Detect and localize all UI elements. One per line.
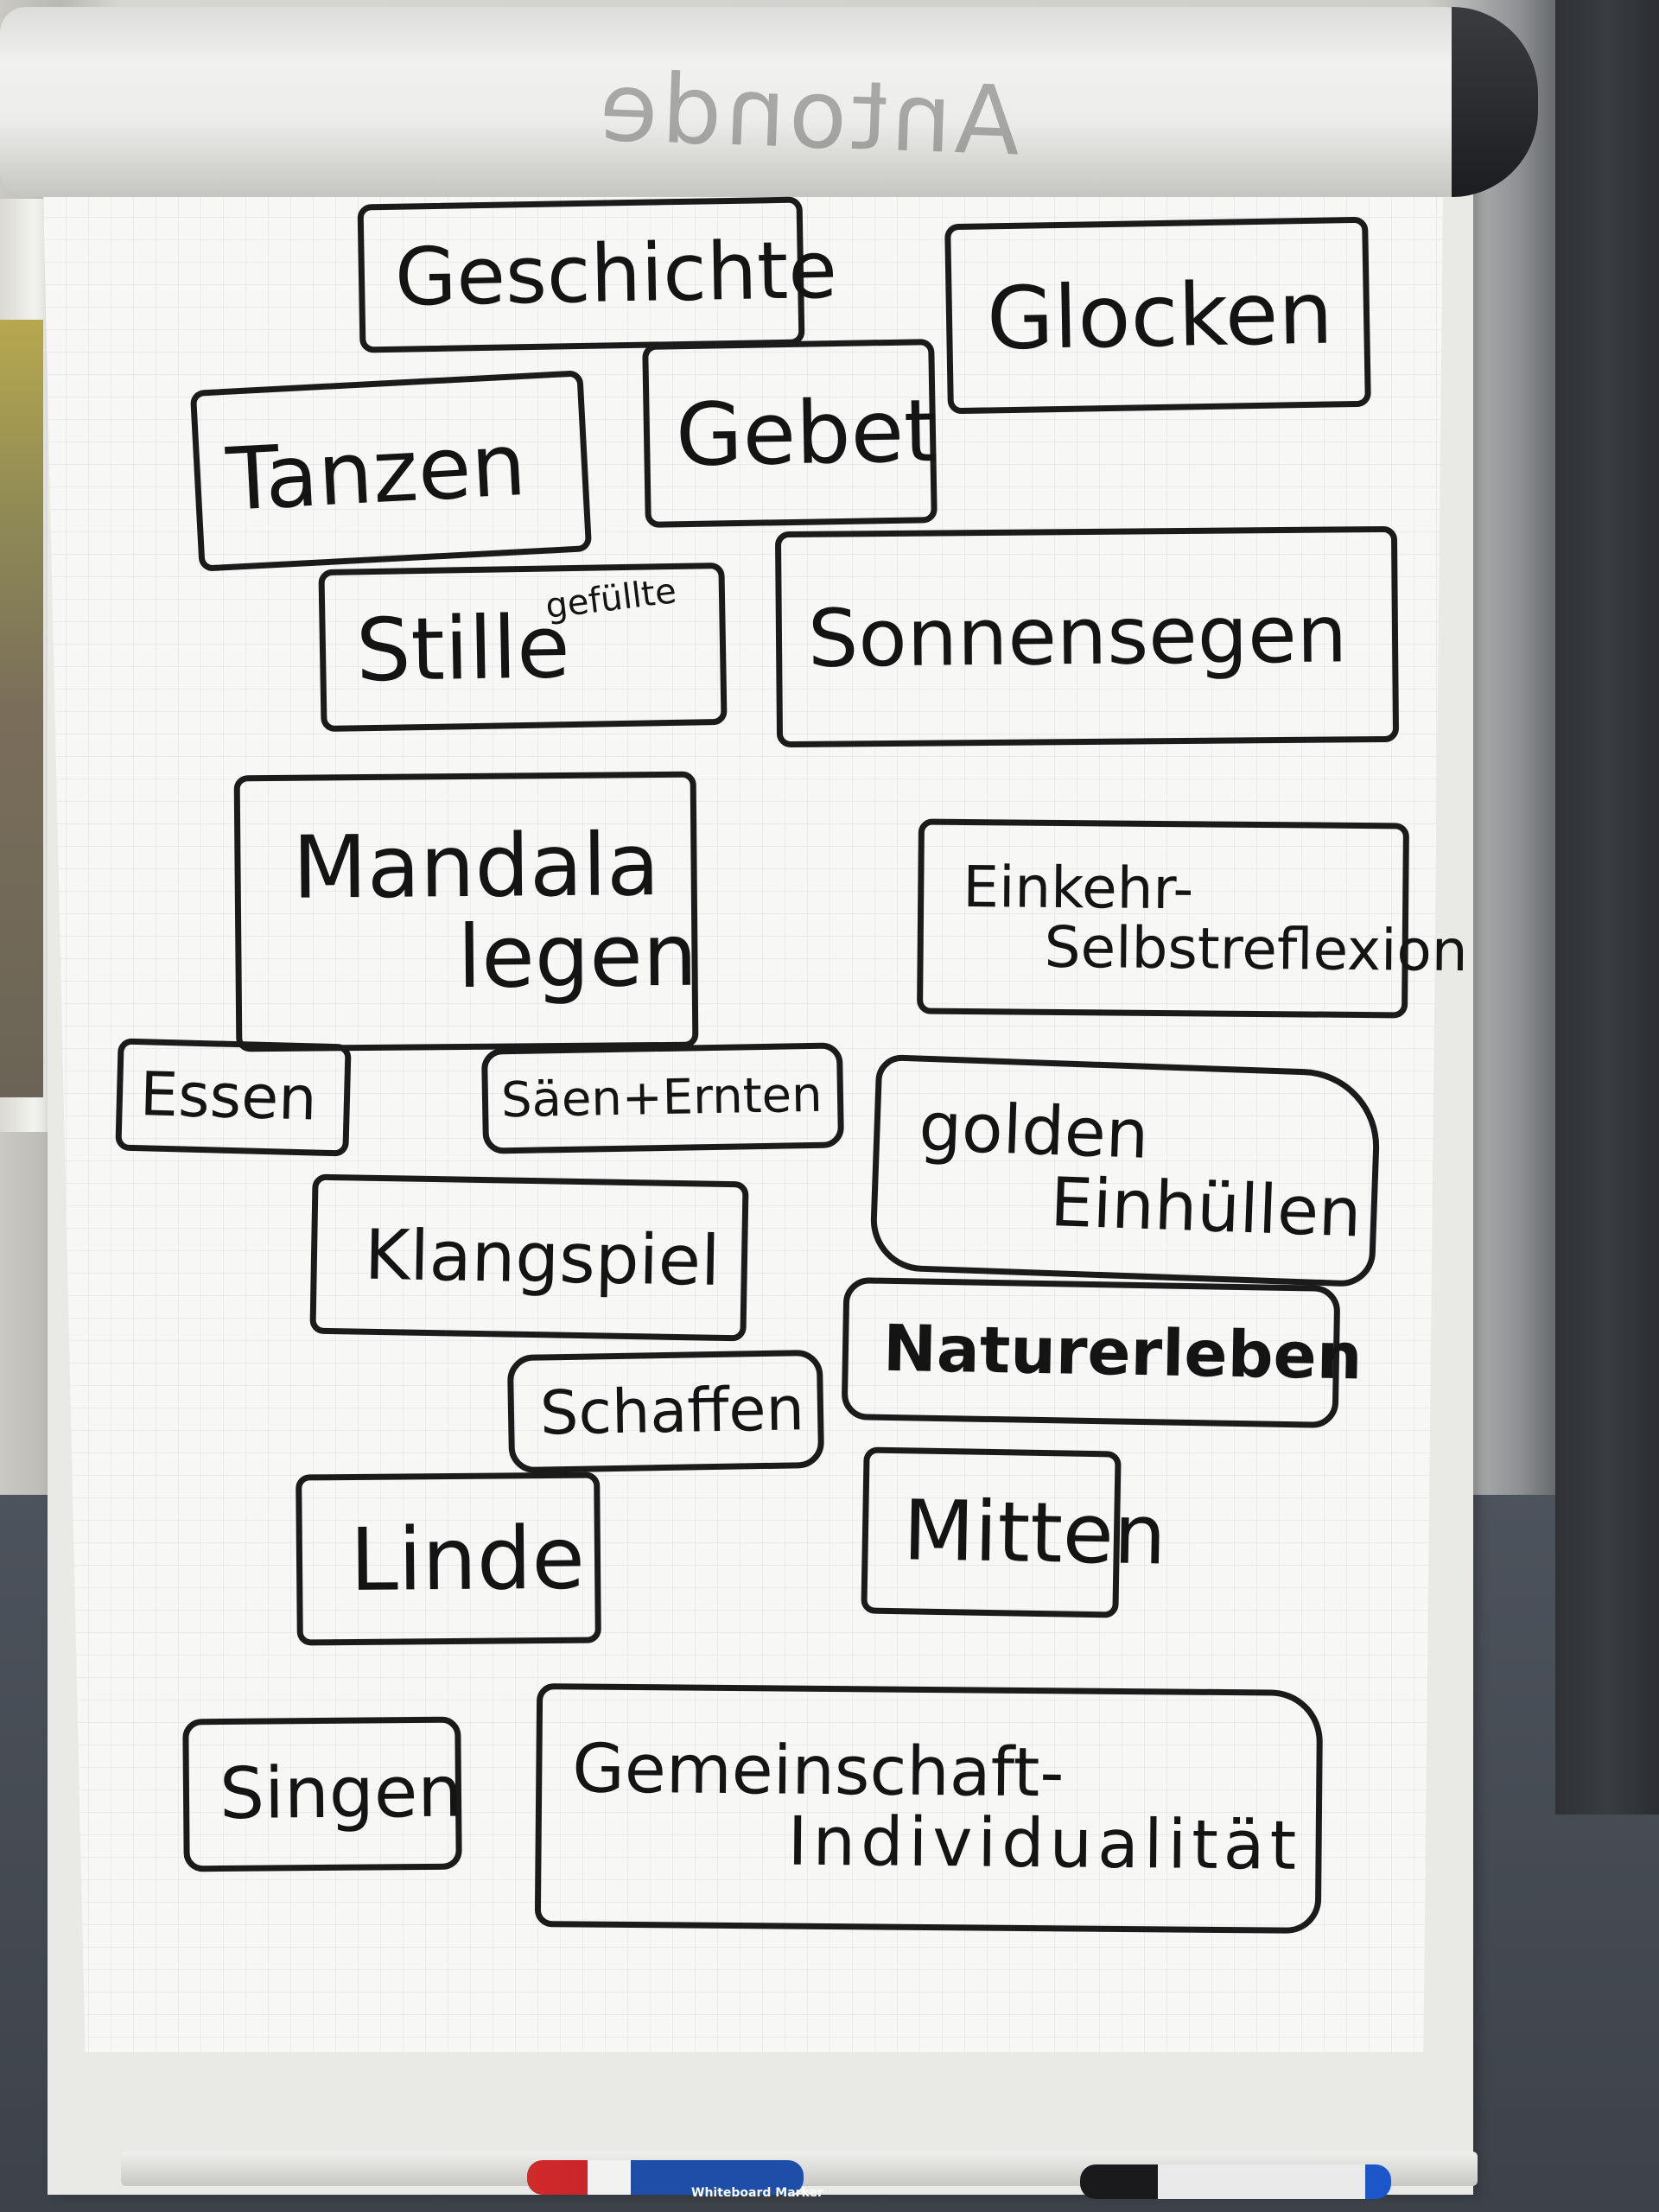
card-text: Linde (349, 1507, 586, 1611)
flipchart-paper (43, 194, 1443, 2052)
card-text: Gebet (674, 380, 939, 486)
card-geschichte: Geschichte (357, 196, 838, 353)
card-text: Naturerleben (882, 1311, 1363, 1395)
card-text: Säen+Ernten (500, 1066, 823, 1128)
card-gebet: Gebet (642, 339, 938, 528)
card-singen: Singen (182, 1716, 463, 1872)
card-sonnensegen: Sonnensegen (774, 525, 1400, 748)
roll-end-cap (1452, 7, 1538, 197)
black-marker[interactable] (1080, 2164, 1391, 2199)
card-text: Individualität (787, 1802, 1302, 1885)
card-mitte: Mitten (861, 1446, 1167, 1618)
card-text: Mitten (902, 1482, 1167, 1584)
card-naturerleben: Naturerleben (841, 1276, 1363, 1429)
card-text: Glocken (986, 261, 1334, 369)
card-glocken: Glocken (944, 216, 1371, 415)
door (1555, 0, 1659, 1815)
card-tanzen: Tanzen (189, 370, 593, 572)
card-text: Selbstreflexion (1044, 913, 1468, 985)
card-golden: golden Einhüllen (868, 1053, 1382, 1288)
card-linde: Linde (296, 1471, 601, 1646)
card-gemeinschaft: Gemeinschaft- Individualität (534, 1683, 1324, 1934)
window-view (0, 320, 43, 1097)
card-text: Einkehr- (962, 853, 1194, 923)
card-text: Sonnensegen (807, 588, 1348, 685)
card-text: Geschichte (394, 223, 838, 324)
card-stille: Stille gefüllte (318, 562, 728, 733)
card-einkehr: Einkehr- Selbstreflexion (917, 818, 1468, 1019)
card-text: Tanzen (224, 413, 529, 531)
card-saen: Säen+Ernten (480, 1042, 845, 1154)
card-text: Singen (219, 1751, 463, 1836)
card-text: Einhüllen (1049, 1164, 1363, 1253)
card-text: legen (456, 904, 698, 1008)
card-mandala: Mandala legen (233, 771, 699, 1052)
card-text: Schaffen (539, 1372, 805, 1449)
red-marker[interactable] (527, 2160, 804, 2195)
card-schaffen: Schaffen (506, 1349, 825, 1474)
card-text: Klangspiel (364, 1214, 721, 1301)
card-klangspiel: Klangspiel (309, 1173, 749, 1342)
card-text: Stille (355, 595, 571, 701)
marker-label: Whiteboard Marker (691, 2186, 823, 2200)
card-text: Essen (138, 1058, 318, 1135)
card-text: Mandala (292, 814, 660, 918)
card-text: Gemeinschaft- (571, 1730, 1065, 1813)
card-essen: Essen (115, 1038, 352, 1157)
paper-roll: Antonde (0, 7, 1538, 197)
roll-through-text: Antonde (594, 51, 1022, 177)
